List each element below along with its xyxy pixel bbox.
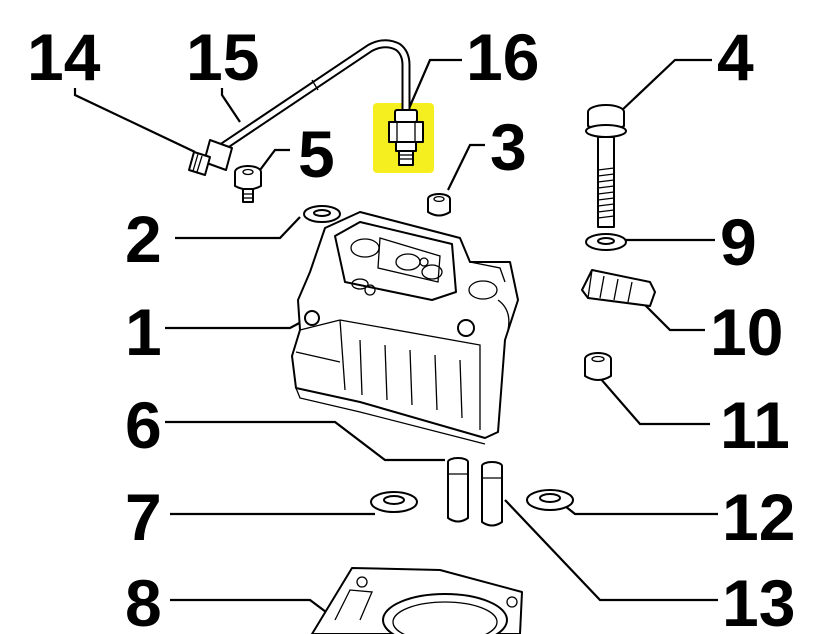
callout-6: 6 <box>125 388 162 462</box>
callout-3: 3 <box>490 110 527 184</box>
head-bolt-4 <box>585 104 627 228</box>
callout-labels: 14 15 16 4 5 3 2 9 1 10 6 11 7 12 8 13 <box>27 20 795 634</box>
callout-9: 9 <box>720 205 757 279</box>
bracket-10 <box>581 269 656 307</box>
bushing-11 <box>584 352 612 381</box>
cylinder-head-1 <box>291 211 519 445</box>
callout-15: 15 <box>186 20 259 94</box>
callout-14: 14 <box>27 20 101 94</box>
callout-16: 16 <box>466 20 539 94</box>
callout-10: 10 <box>710 295 783 369</box>
callout-13: 13 <box>722 566 795 634</box>
callout-8: 8 <box>125 566 162 634</box>
screw-5 <box>234 165 262 203</box>
nut-3 <box>427 193 451 217</box>
pipe-fitting-14 <box>188 139 233 176</box>
callout-7: 7 <box>125 480 162 554</box>
callout-12: 12 <box>722 480 795 554</box>
union-fitting-16 <box>388 109 424 166</box>
leader-lines <box>73 58 718 616</box>
bolt-washer-9 <box>585 233 627 251</box>
callout-5: 5 <box>298 117 335 191</box>
callout-4: 4 <box>717 20 754 94</box>
callout-2: 2 <box>125 202 162 276</box>
washer-2 <box>303 205 341 223</box>
callout-1: 1 <box>125 295 162 369</box>
seal-ring-7 <box>370 491 418 513</box>
fuel-pipe-15 <box>213 39 411 155</box>
valve-guide-6 <box>447 457 469 523</box>
callout-11: 11 <box>720 388 790 462</box>
valve-guide-13 <box>481 461 503 527</box>
seal-ring-12 <box>526 489 574 511</box>
head-gasket-8 <box>311 567 523 634</box>
